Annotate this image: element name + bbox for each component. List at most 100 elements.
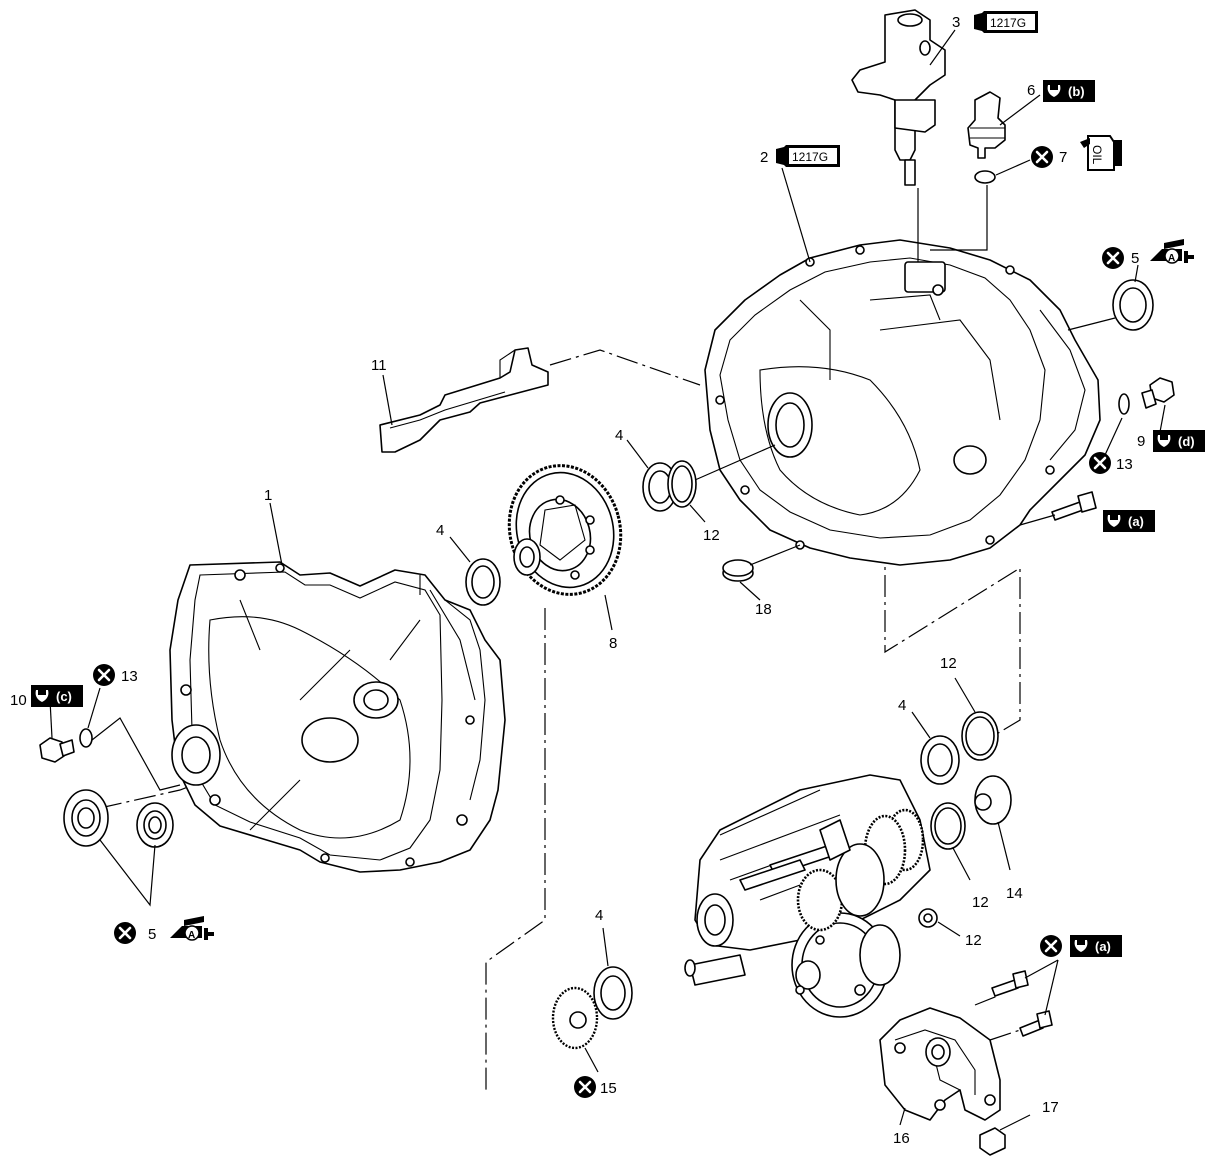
- leader-18: [739, 544, 801, 601]
- oil-label: OIL: [1090, 145, 1104, 165]
- torque-wrench-icon-a-case: (a): [1103, 510, 1155, 532]
- part-13-gasket-left: [79, 728, 93, 748]
- part-16-bracket: [879, 1007, 1001, 1121]
- bracket-bolt-upper: [991, 970, 1029, 997]
- callout-7: 7: [1059, 149, 1067, 166]
- grease-label-right: A: [1168, 253, 1175, 264]
- torque-label-a-bracket: (a): [1095, 939, 1111, 954]
- leader-bolt-case: [1019, 514, 1056, 526]
- leader-12-mid-top: [954, 677, 976, 713]
- oil-can-icon: OIL: [1080, 135, 1122, 171]
- part-12-shim-upper: [667, 460, 697, 508]
- leader-12-small: [937, 921, 961, 937]
- part-3-shift-lever: [851, 9, 946, 186]
- sealant-tube-icon-2: 1217G: [776, 145, 840, 167]
- leader-5-right: [1067, 264, 1139, 331]
- part-4-bearing-race-lower: [593, 966, 633, 1020]
- leader-12-upper-b: [689, 504, 706, 523]
- leader-5-left: [99, 839, 156, 907]
- leader-7: [995, 159, 1031, 176]
- alignment-line-bracket: [974, 994, 1021, 1041]
- leader-12-upper: [694, 444, 776, 481]
- alignment-line-shaft: [884, 540, 1021, 736]
- callout-18: 18: [755, 601, 772, 618]
- leader-6-7-down: [930, 185, 988, 251]
- gear-shaft-assembly: [684, 774, 931, 1018]
- grease-label-left: A: [188, 930, 195, 941]
- part-6-switch: [967, 91, 1006, 159]
- leader-8: [604, 594, 613, 631]
- callout-5-left: 5: [148, 926, 156, 943]
- case-bolt: [1051, 491, 1097, 521]
- leader-6: [999, 94, 1041, 126]
- alignment-line-diff: [485, 608, 546, 1090]
- callout-14: 14: [1006, 885, 1023, 902]
- leader-4-upper: [626, 439, 649, 469]
- do-not-reuse-icon-13-left: [91, 662, 117, 688]
- torque-label-c: (c): [56, 689, 72, 704]
- sealant-label-3: 1217G: [990, 16, 1026, 30]
- part-12-shim-mid-top: [961, 711, 999, 761]
- leader-3: [929, 29, 956, 66]
- callout-4-diff: 4: [436, 522, 444, 539]
- part-10-plug: [39, 737, 75, 763]
- part-14-washer: [974, 775, 1012, 825]
- torque-label-b: (b): [1068, 84, 1085, 99]
- callout-15: 15: [600, 1080, 617, 1097]
- callout-12-small: 12: [965, 932, 982, 949]
- part-13-gasket-right: [1118, 393, 1130, 415]
- alignment-line-11: [549, 349, 701, 386]
- part-5-oil-seal-left-b: [136, 802, 174, 848]
- callout-12-upper: 12: [703, 527, 720, 544]
- callout-12-mid-top: 12: [940, 655, 957, 672]
- leader-13-left-b: [91, 717, 181, 791]
- part-18-plug: [722, 559, 754, 582]
- leader-13-left: [87, 687, 101, 729]
- torque-wrench-icon-a-bracket: (a): [1070, 935, 1122, 957]
- do-not-reuse-icon-15: [572, 1074, 598, 1100]
- leader-11: [382, 374, 393, 426]
- torque-label-d: (d): [1178, 434, 1195, 449]
- torque-label-a-case: (a): [1128, 514, 1144, 529]
- do-not-reuse-icon-13-right: [1087, 450, 1113, 476]
- do-not-reuse-icon-7: [1029, 144, 1055, 170]
- torque-wrench-icon-d: (d): [1153, 430, 1205, 452]
- bracket-bolt-lower: [1019, 1010, 1053, 1037]
- leader-1: [269, 502, 283, 566]
- leader-2: [781, 167, 811, 263]
- do-not-reuse-icon-5-right: [1100, 245, 1126, 271]
- leader-4-diff: [449, 536, 471, 563]
- part-15-cap: [551, 986, 599, 1050]
- callout-1: 1: [264, 487, 272, 504]
- leader-bracket-bolts: [1024, 959, 1059, 1016]
- sealant-tube-icon-3: 1217G: [974, 11, 1038, 33]
- callout-10: 10: [10, 692, 27, 709]
- part-4-bearing-race-diff: [465, 558, 501, 606]
- part-8-differential: [507, 464, 623, 596]
- leader-9: [1159, 404, 1166, 433]
- do-not-reuse-icon-bracket: [1038, 933, 1064, 959]
- callout-13-right: 13: [1116, 456, 1133, 473]
- leader-12-mid: [952, 847, 971, 881]
- callout-17: 17: [1042, 1099, 1059, 1116]
- part-7-o-ring: [974, 170, 996, 184]
- callout-8: 8: [609, 635, 617, 652]
- grease-icon-right: A: [1149, 238, 1195, 264]
- callout-16: 16: [893, 1130, 910, 1147]
- leader-15: [584, 1047, 599, 1073]
- callout-12-mid: 12: [972, 894, 989, 911]
- leader-16: [899, 1107, 906, 1126]
- callout-13-left: 13: [121, 668, 138, 685]
- leader-4-lower: [602, 927, 609, 967]
- leader-14: [997, 821, 1011, 871]
- part-5-oil-seal-left-a: [63, 789, 109, 847]
- part-right-case: [704, 239, 1101, 566]
- callout-4-mid: 4: [898, 697, 906, 714]
- callout-9: 9: [1137, 433, 1145, 450]
- part-5-oil-seal-right: [1112, 279, 1154, 331]
- leader-4-mid: [911, 711, 931, 739]
- leader-17: [999, 1114, 1031, 1131]
- callout-6: 6: [1027, 82, 1035, 99]
- part-9-plug: [1141, 377, 1175, 409]
